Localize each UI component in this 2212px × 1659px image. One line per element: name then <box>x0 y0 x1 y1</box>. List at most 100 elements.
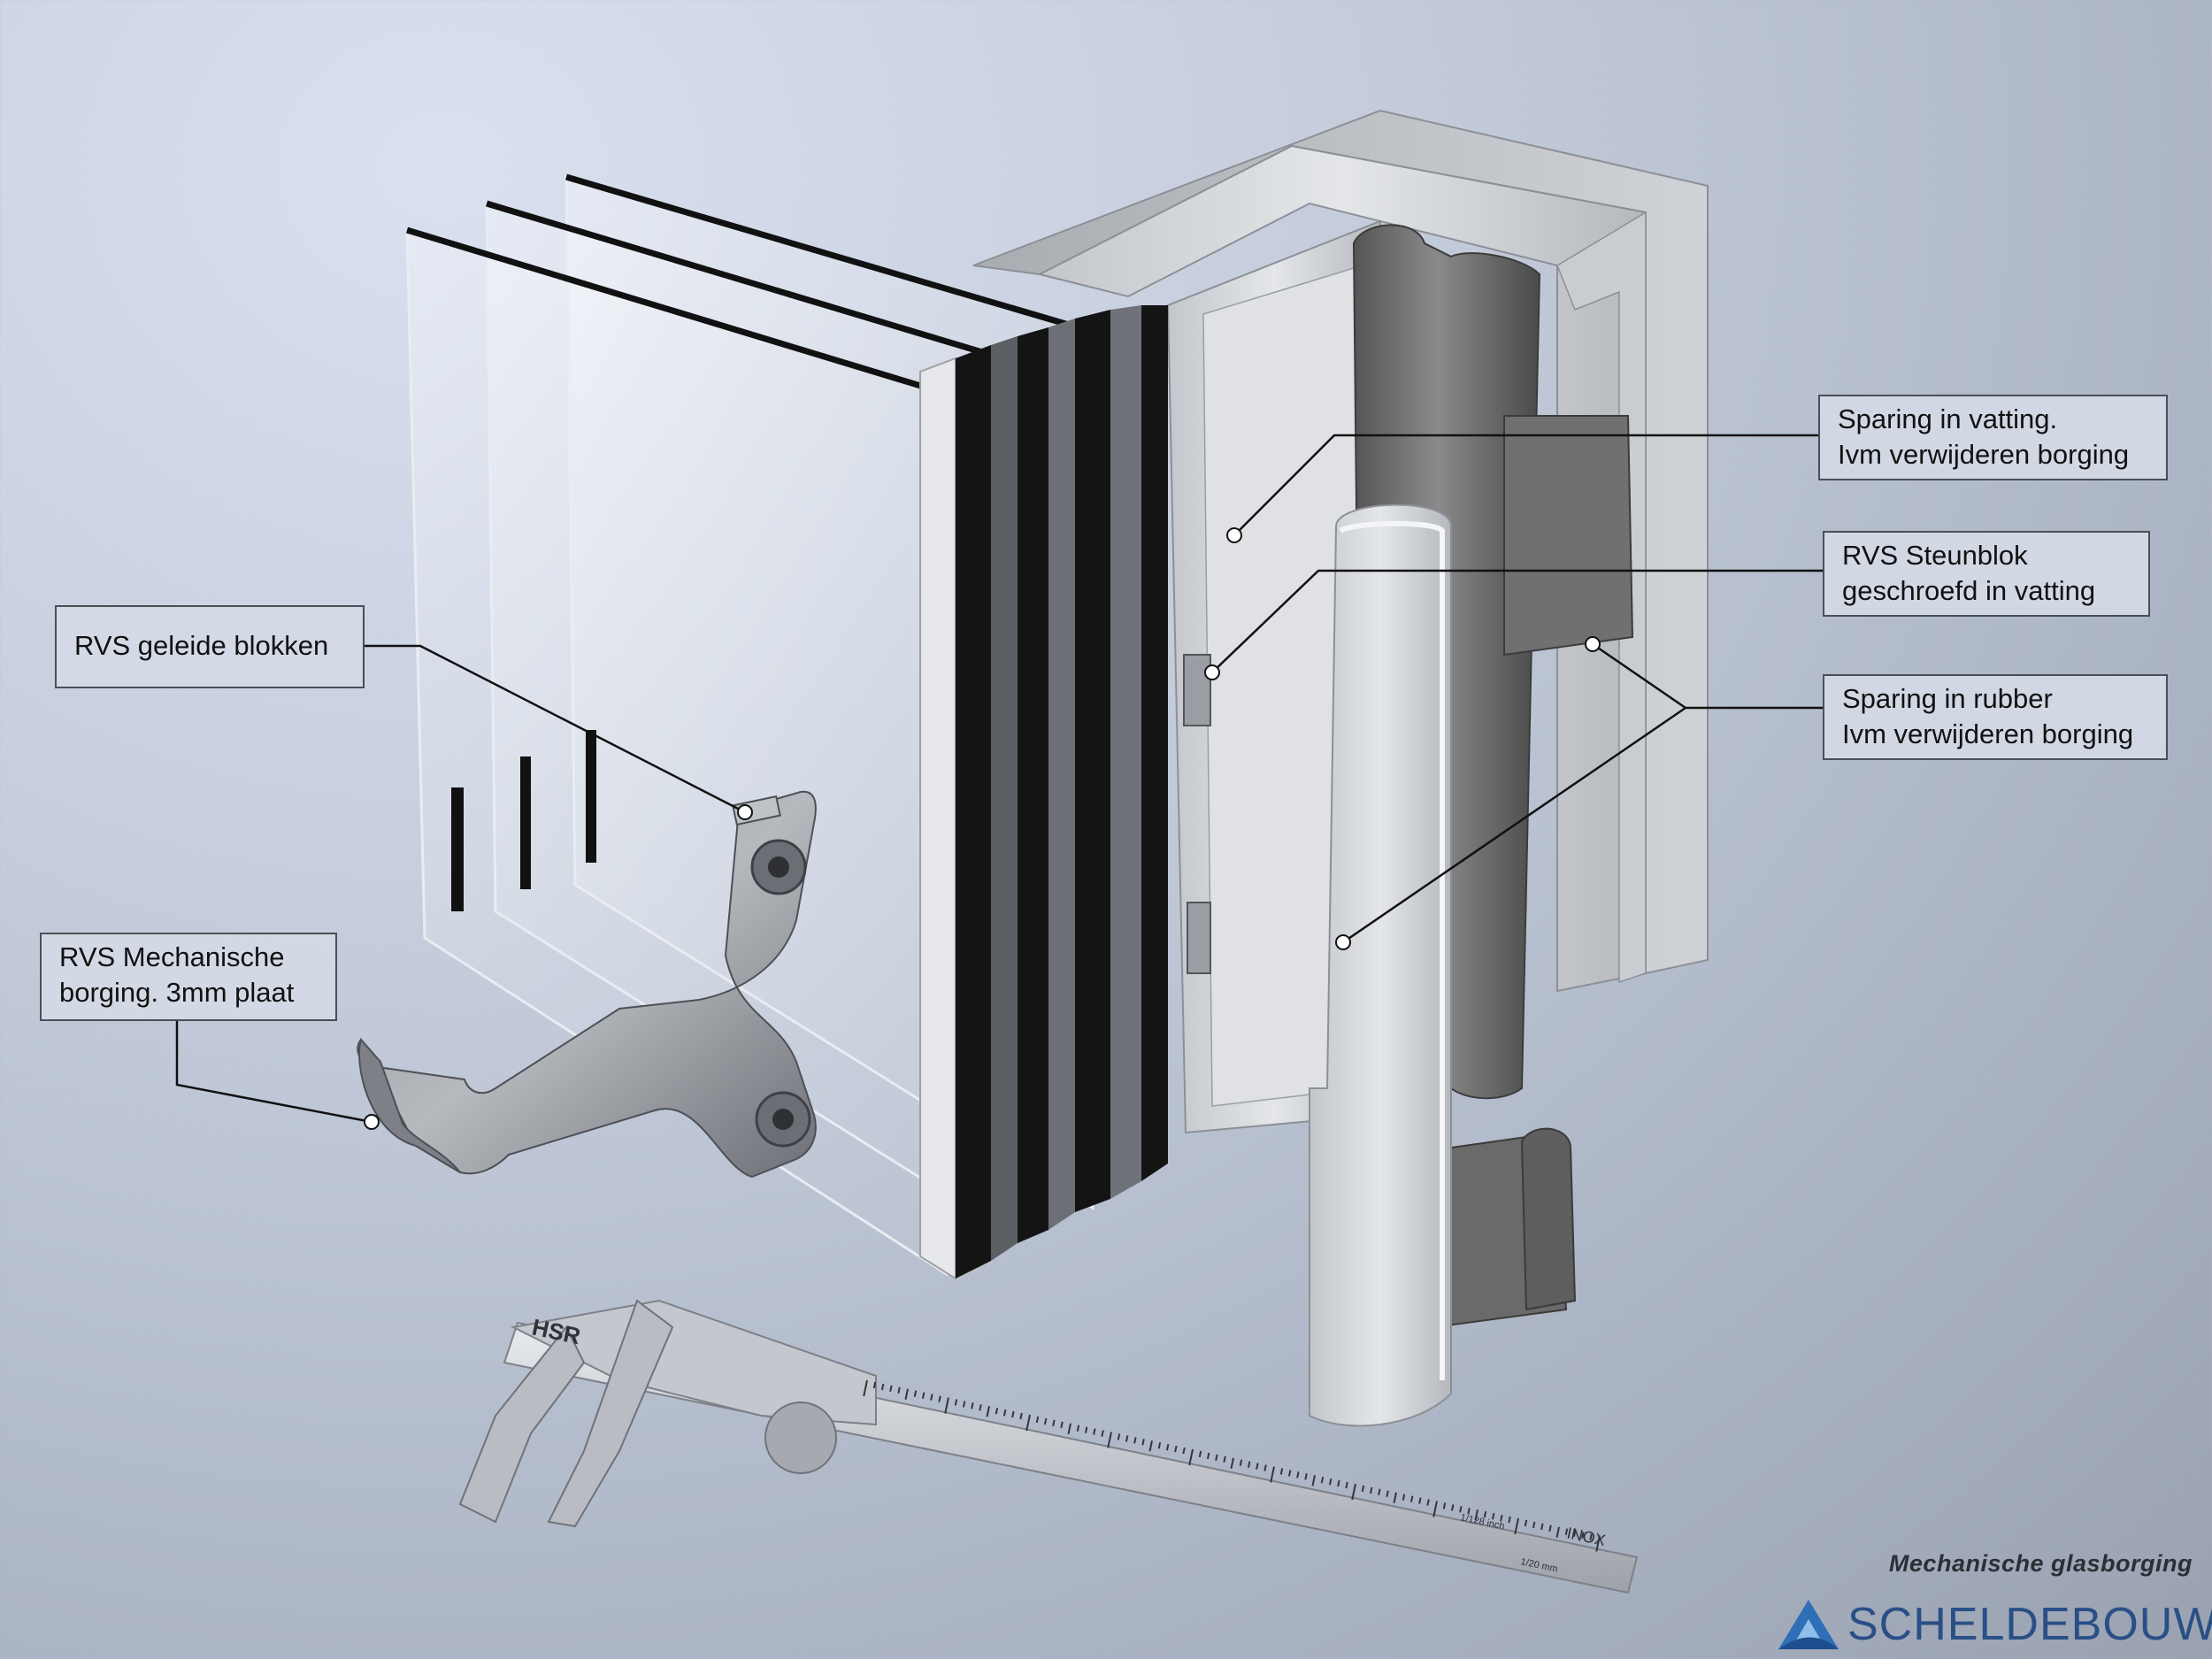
caliper-scale-tick <box>1491 1512 1495 1520</box>
caliper-scale-tick <box>944 1397 949 1414</box>
caliper-scale-tick <box>1564 1528 1569 1535</box>
caliper-scale-tick <box>1474 1509 1479 1521</box>
callout-line: geschroefd in vatting <box>1842 575 2096 606</box>
caliper-scale-tick <box>1532 1521 1536 1529</box>
caliper-scale-tick <box>1589 1533 1593 1540</box>
caliper-scale-tick <box>1076 1425 1080 1432</box>
caliper-scale-tick <box>1393 1492 1397 1503</box>
caliper-scale-tick <box>904 1388 909 1400</box>
caliper-scale-tick <box>1117 1433 1121 1440</box>
caliper-scale-tick <box>1256 1463 1259 1470</box>
caliper-scale-tick <box>1125 1435 1129 1442</box>
caliper-scale-tick <box>1188 1448 1194 1466</box>
caliper-scale-tick <box>1084 1426 1088 1433</box>
callout-steunblok: RVS Steunblok geschroefd in vatting <box>1823 531 2150 617</box>
caliper-scale-tick <box>1165 1443 1170 1451</box>
caliper-scale-tick <box>1581 1532 1585 1539</box>
caliper-scale-tick <box>1514 1517 1519 1535</box>
caliper-scale-tick <box>1386 1490 1389 1498</box>
caliper-scale-tick <box>1402 1494 1406 1501</box>
caliper-scale-tick <box>979 1404 982 1411</box>
callout-sparing-vatting: Sparing in vatting. Ivm verwijderen borg… <box>1818 395 2168 480</box>
callout-line: Ivm verwijderen borging <box>1838 439 2130 470</box>
caliper-scale-tick <box>1483 1510 1487 1518</box>
caliper-scale-tick <box>1215 1454 1218 1462</box>
caliper-scale-tick <box>995 1407 999 1415</box>
caliper-scale-tick <box>1418 1497 1422 1504</box>
mechanical-retainer-plate <box>357 790 817 1179</box>
caliper-scale-tick <box>1524 1519 1528 1527</box>
caliper-scale-tick <box>1067 1423 1071 1434</box>
callout-line: RVS Steunblok <box>1842 540 2028 571</box>
callout-line: borging. 3mm plaat <box>59 977 295 1008</box>
caliper-scale-tick <box>1450 1504 1455 1511</box>
brand-name: SCHELDEBOUW <box>1847 1599 2212 1650</box>
caliper-scale-tick <box>1320 1476 1325 1484</box>
caliper-scale-tick <box>1107 1432 1112 1448</box>
caliper-scale-tick <box>897 1386 901 1394</box>
caliper-scale-tick <box>930 1394 933 1401</box>
caliper-scale-tick <box>1442 1502 1447 1509</box>
caliper-scale-tick <box>1595 1535 1601 1552</box>
caliper-scale-tick <box>1311 1475 1316 1486</box>
caliper-scale-tick <box>1351 1483 1356 1501</box>
leader-sparing-rubber-b <box>1342 706 1686 944</box>
caliper-scale-tick <box>1459 1506 1463 1513</box>
caliper-scale-tick <box>913 1390 918 1397</box>
caliper-scale-tick <box>1182 1447 1186 1455</box>
caliper-scale-tick <box>1025 1414 1031 1432</box>
scheldebouw-logo-icon <box>1778 1600 1839 1649</box>
leader-sparing-vatting <box>1233 434 1818 536</box>
caliper-scale-tick <box>1052 1419 1056 1427</box>
caliper-scale-tick <box>1239 1459 1243 1466</box>
caliper-scale-tick <box>1548 1525 1552 1532</box>
caliper-scale-tick <box>1555 1526 1560 1538</box>
brand-caption: Mechanische glasborging <box>1888 1550 2193 1577</box>
caliper-scale-tick <box>1174 1445 1178 1453</box>
caliper-scale-tick <box>1540 1523 1544 1531</box>
vernier-caliper <box>458 1299 1639 1594</box>
caliper-scale-tick <box>1337 1479 1340 1487</box>
caliper-scale-tick <box>889 1385 893 1393</box>
caliper-scale-tick <box>1223 1455 1226 1463</box>
caliper-scale-tick <box>1296 1471 1300 1479</box>
caliper-scale-tick <box>1270 1466 1275 1483</box>
caliper-scale-tick <box>863 1379 868 1397</box>
callout-line: RVS geleide blokken <box>74 630 329 661</box>
caliper-scale-tick <box>1247 1461 1251 1468</box>
caliper-scale-tick <box>1011 1410 1015 1418</box>
caliper-scale-tick <box>872 1381 877 1389</box>
caliper-scale-tick <box>1157 1441 1162 1449</box>
callout-line: Sparing in rubber <box>1842 683 2053 714</box>
caliper-scale-tick <box>1035 1416 1040 1424</box>
caliper-scale-tick <box>1133 1437 1137 1444</box>
caliper-scale-tick <box>1141 1439 1145 1446</box>
caliper-scale-tick <box>1467 1508 1471 1515</box>
caliper-scale-tick <box>1206 1452 1210 1460</box>
caliper-scale-tick <box>1328 1478 1333 1486</box>
leader-geleide-blokken <box>363 644 746 814</box>
caliper-scale-tick <box>1345 1481 1348 1489</box>
caliper-scale-tick <box>1148 1440 1153 1452</box>
caliper-scale-tick <box>1263 1464 1267 1471</box>
caliper-scale-tick <box>1019 1412 1023 1420</box>
callout-geleide-blokken: RVS geleide blokken <box>55 605 365 688</box>
caliper-scale-tick <box>1230 1457 1234 1469</box>
caliper-scale-tick <box>1432 1501 1438 1517</box>
callout-line: RVS Mechanische <box>59 941 285 972</box>
caliper-scale-tick <box>921 1392 926 1399</box>
callout-line: Sparing in vatting. <box>1838 403 2058 434</box>
callout-line: Ivm verwijderen borging <box>1842 718 2134 749</box>
caliper-scale-tick <box>1572 1530 1577 1537</box>
callout-mechanische-borging: RVS Mechanische borging. 3mm plaat <box>40 933 337 1021</box>
caliper-scale-tick <box>1043 1417 1048 1425</box>
caliper-scale-tick <box>1287 1470 1292 1477</box>
caliper-scale-tick <box>938 1395 941 1402</box>
caliper-scale-tick <box>1409 1495 1414 1502</box>
anchor-dots <box>364 527 1601 1130</box>
leader-steunblok <box>1211 569 1823 673</box>
caliper-scale-tick <box>1500 1514 1503 1522</box>
glass-edge-stack <box>919 305 1211 1280</box>
caliper-scale-tick <box>986 1406 990 1417</box>
